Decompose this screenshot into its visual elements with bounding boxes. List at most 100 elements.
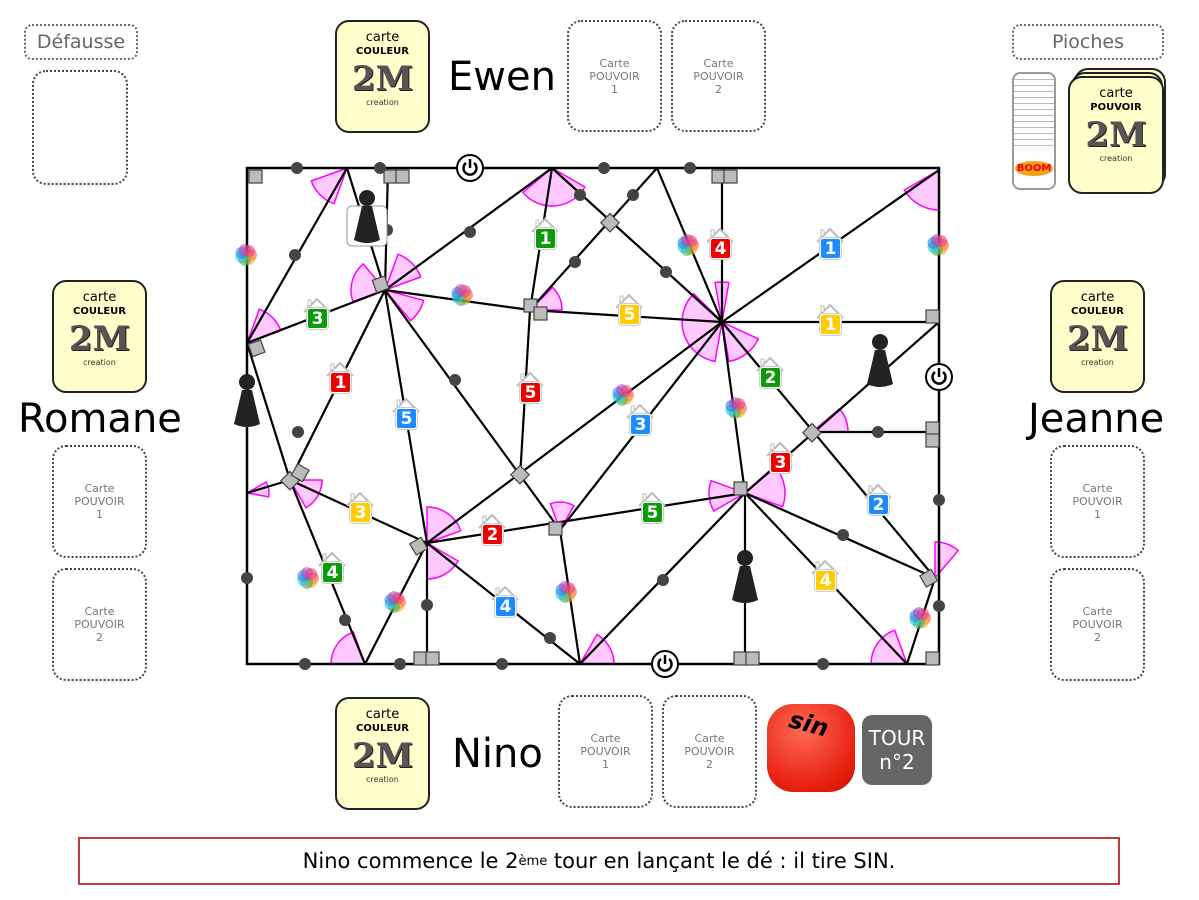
logo-side-text: creation: [366, 98, 399, 107]
rainbow-flower-icon: [555, 581, 577, 603]
house-number: 4: [322, 562, 343, 583]
right-angle-marker: [925, 309, 940, 324]
flower-petal: [620, 385, 633, 398]
house-red-2[interactable]: 2: [475, 512, 509, 546]
waypoint-dot: [241, 572, 253, 584]
turn-number: n°2: [879, 750, 915, 774]
pawn-body: [867, 350, 893, 387]
right-angle-marker: [723, 169, 738, 184]
house-green-5[interactable]: 5: [635, 490, 669, 524]
right-angle-marker: [425, 651, 440, 666]
house-number: 4: [815, 570, 836, 591]
angle-marker: [288, 479, 323, 509]
pawn-icon: [234, 374, 260, 427]
house-blue-2[interactable]: 2: [861, 482, 895, 516]
pawn-icon: [867, 334, 893, 387]
logo-text: 2M: [351, 59, 414, 99]
house-blue-3[interactable]: 3: [623, 402, 657, 436]
right-angle-marker: [371, 275, 390, 294]
house-number: 3: [307, 308, 328, 329]
waypoint-dot: [933, 600, 945, 612]
logo-side-text: creation: [1099, 154, 1133, 163]
house-yellow-1[interactable]: 1: [813, 302, 847, 336]
house-red-5[interactable]: 5: [513, 370, 547, 404]
house-blue-5[interactable]: 5: [389, 396, 423, 430]
angle-marker: [310, 166, 349, 205]
waypoint-dot: [574, 189, 586, 201]
angle-marker: [934, 541, 960, 581]
angle-marker: [528, 286, 563, 311]
right-angle-marker: [599, 212, 621, 233]
logo-text: 2M: [1085, 115, 1147, 155]
house-green-1[interactable]: 1: [528, 216, 562, 250]
logo-text: 2M: [1066, 319, 1129, 359]
house-number: 3: [770, 452, 791, 473]
house-red-3[interactable]: 3: [763, 440, 797, 474]
card-line2: COULEUR: [1071, 306, 1124, 317]
dice[interactable]: sin: [765, 700, 857, 796]
rainbow-flower-icon: [451, 284, 473, 306]
rainbow-flower-icon: [297, 567, 319, 589]
house-green-2[interactable]: 2: [753, 355, 787, 389]
boom-card-pile[interactable]: BOOM: [1012, 72, 1056, 190]
waypoint-dot: [394, 658, 406, 670]
house-green-3[interactable]: 3: [300, 296, 334, 330]
right-angle-marker: [925, 651, 940, 666]
flower-petal: [733, 398, 746, 411]
discard-label-text: Défausse: [36, 31, 126, 53]
discard-pile-slot[interactable]: [32, 70, 128, 185]
waypoint-dot: [933, 494, 945, 506]
waypoint-dot: [684, 162, 696, 174]
house-yellow-5[interactable]: 5: [612, 292, 646, 326]
house-yellow-4[interactable]: 4: [808, 558, 842, 592]
flower-petal: [392, 592, 405, 605]
player-name-nino: Nino: [452, 731, 543, 777]
house-green-4[interactable]: 4: [315, 550, 349, 584]
house-red-1[interactable]: 1: [323, 360, 357, 394]
house-blue-1[interactable]: 1: [813, 226, 847, 260]
house-blue-4[interactable]: 4: [488, 584, 522, 618]
waypoint-dot: [817, 658, 829, 670]
right-angle-marker: [383, 169, 398, 184]
player-name-ewen: Ewen: [448, 54, 556, 100]
pawn-icon: [354, 190, 380, 243]
board-edge: [426, 491, 746, 545]
right-angle-marker: [918, 568, 939, 588]
right-angle-marker: [745, 651, 760, 666]
right-angle-marker: [733, 481, 748, 496]
right-angle-marker: [247, 339, 266, 358]
house-number: 1: [330, 372, 351, 393]
angle-marker: [426, 506, 462, 545]
player-name-jeanne: Jeanne: [1028, 396, 1165, 442]
right-angle-marker: [509, 464, 531, 485]
house-red-4[interactable]: 4: [703, 226, 737, 260]
house-yellow-3[interactable]: 3: [343, 490, 377, 524]
rainbow-flower-icon: [235, 244, 257, 266]
flower-petal: [459, 285, 472, 298]
pawn-head: [737, 550, 753, 566]
logo-text: 2M: [351, 736, 414, 776]
right-angle-marker: [548, 521, 563, 536]
waypoint-dot: [872, 426, 884, 438]
house-number: 1: [820, 314, 841, 335]
right-angle-marker: [733, 651, 748, 666]
right-angle-marker: [533, 306, 548, 321]
logo-text: 2M: [68, 319, 131, 359]
dice-face: [767, 704, 855, 792]
card-line1: carte: [365, 30, 400, 45]
